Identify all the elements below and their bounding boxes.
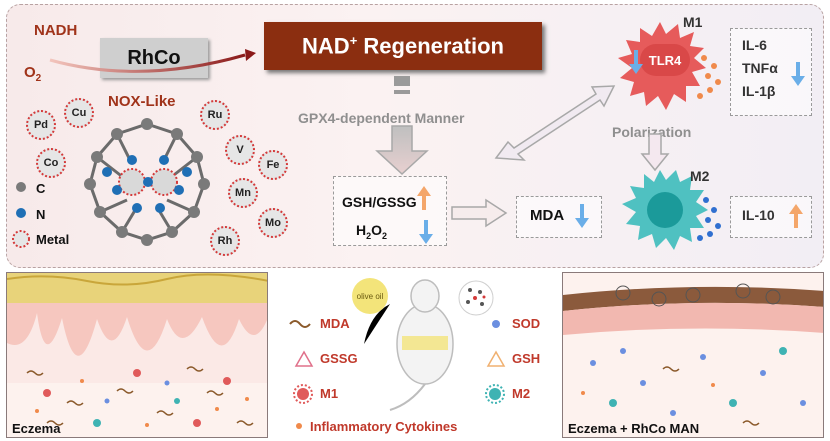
- m2-label: M2: [690, 168, 710, 184]
- gpx4-down-arrow: [375, 76, 429, 176]
- metal-key-label: Metal: [36, 232, 70, 247]
- metal-fe: Fe: [258, 150, 288, 180]
- tnfa-label: TNFα: [742, 60, 778, 76]
- nanoparticle-drop: [458, 280, 494, 316]
- gssg-legend-label: GSSG: [320, 351, 358, 366]
- to-mda-arrow: [451, 198, 508, 228]
- metal-co: Co: [36, 148, 66, 178]
- gsh-gssg-box: [333, 176, 447, 246]
- carbon-key-icon: [16, 182, 26, 192]
- eczema-caption: Eczema: [12, 421, 61, 436]
- tlr4-label: TLR4: [648, 52, 682, 68]
- o2-label: O2: [24, 64, 42, 84]
- m1-legend-icon: [293, 384, 313, 404]
- polarization-label: Polarization: [612, 124, 692, 140]
- il6-label: IL-6: [742, 37, 767, 53]
- mda-legend-icon: [289, 320, 311, 328]
- m2-legend-icon: [485, 384, 505, 404]
- il1b-label: IL-1β: [742, 83, 776, 99]
- treated-caption: Eczema + RhCo MAN: [568, 421, 700, 436]
- nad-regeneration-label: NAD+ Regeneration: [302, 32, 504, 59]
- gsh-legend-label: GSH: [512, 351, 541, 366]
- mda-label: MDA: [530, 207, 565, 224]
- m1-cytokines-down-arrow: [791, 62, 805, 86]
- sod-legend-label: SOD: [512, 316, 541, 331]
- nox-like-label: NOX-Like: [108, 93, 176, 110]
- metal-pd: Pd: [26, 110, 56, 140]
- cytokine-legend-label: Inflammatory Cytokines: [310, 419, 458, 434]
- mda-down-arrow: [575, 204, 589, 228]
- olive-oil-label: olive oil: [356, 291, 384, 301]
- mouse-illustration: [364, 279, 454, 411]
- tlr4-receptor: TLR4: [640, 44, 690, 76]
- metal-key-icon: [12, 230, 30, 248]
- m2-macrophage: [622, 170, 721, 250]
- nadh-label: NADH: [34, 22, 78, 39]
- double-arrow: [494, 85, 616, 161]
- nitrogen-key-icon: [16, 208, 26, 218]
- il10-up-arrow: [789, 204, 803, 228]
- metal-cu: Cu: [64, 98, 94, 128]
- metal-rh: Rh: [210, 226, 240, 256]
- mda-legend-label: MDA: [320, 316, 350, 331]
- gsh-gssg-up-arrow: [417, 186, 431, 210]
- nadh-conversion-arrow: [49, 49, 256, 73]
- m1-label: M1: [683, 14, 703, 30]
- gpx4-label: GPX4-dependent Manner: [298, 110, 465, 126]
- mda-box: [516, 196, 602, 238]
- eczema-skin-illustration: [7, 273, 267, 437]
- olive-oil-drop: olive oil: [352, 278, 388, 314]
- nitrogen-key-label: N: [36, 207, 46, 222]
- il10-label: IL-10: [742, 207, 775, 223]
- gsh-gssg-label: GSH/GSSG: [342, 194, 417, 210]
- treated-skin-panel: [562, 272, 824, 438]
- rhco-label: RhCo: [127, 46, 181, 69]
- nad-regeneration-box: NAD+ Regeneration: [264, 22, 542, 70]
- molecular-structure: [84, 118, 210, 246]
- eczema-skin-panel: [6, 272, 268, 438]
- tlr4-down-arrow: [629, 50, 643, 74]
- cytokine-legend-icon: [296, 423, 302, 429]
- metal-mo: Mo: [258, 208, 288, 238]
- m2-cytokine-box: [730, 196, 812, 238]
- gssg-legend-icon: [294, 350, 314, 367]
- metal-ru: Ru: [200, 100, 230, 130]
- gsh-legend-icon: [486, 350, 506, 367]
- m2-legend-label: M2: [512, 386, 531, 401]
- h2o2-down-arrow: [419, 220, 433, 244]
- sod-legend-icon: [492, 320, 500, 328]
- h2o2-label: H2O2: [356, 222, 388, 241]
- treated-skin-illustration: [563, 283, 823, 426]
- carbon-key-label: C: [36, 181, 46, 196]
- metal-mn: Mn: [228, 178, 258, 208]
- metal-v: V: [225, 135, 255, 165]
- m1-legend-label: M1: [320, 386, 339, 401]
- polarization-arrow: [640, 133, 670, 172]
